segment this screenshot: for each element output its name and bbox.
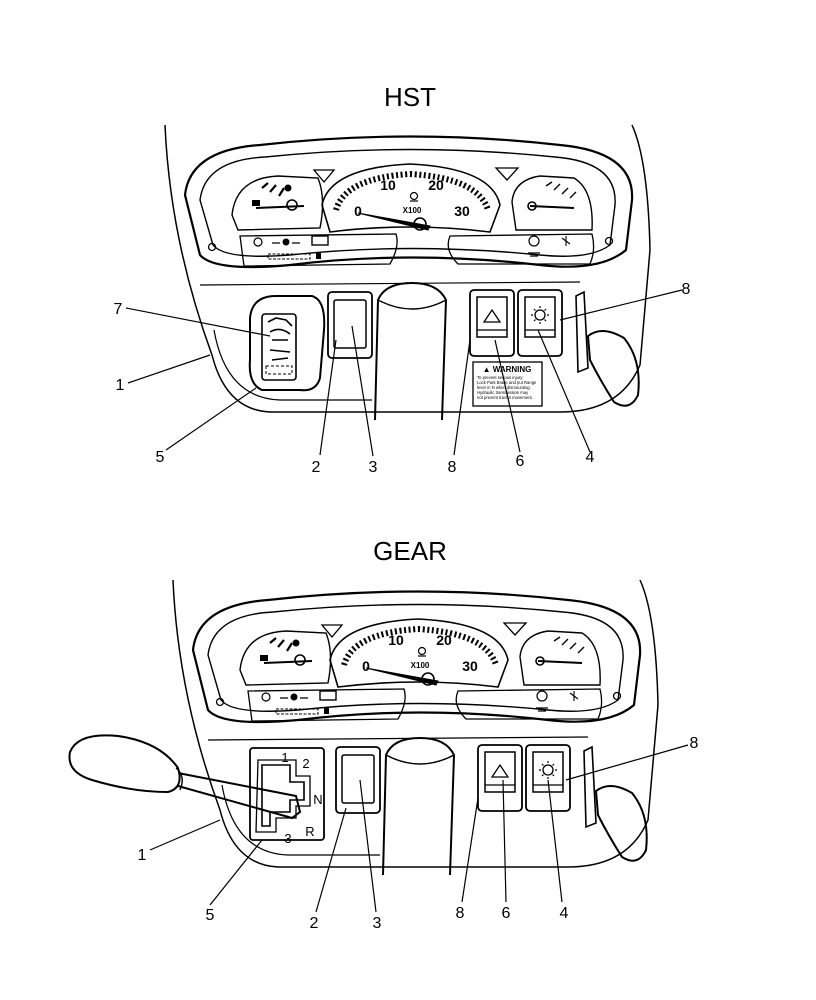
callout-label: 7 <box>114 301 123 318</box>
callout-label: 8 <box>690 735 699 752</box>
tach-multiplier: X100 <box>411 661 430 670</box>
gate-label: R <box>305 824 314 839</box>
gear-panel: GEAR 0 10 20 30 X100 1 2 N R 3 1 <box>68 536 699 932</box>
shift-slot <box>261 764 305 827</box>
panel-title: HST <box>384 82 436 112</box>
callout-label: 5 <box>206 907 215 924</box>
hst-panel: HST 0 10 20 30 X100 ▲ WARNING To prevent… <box>114 82 691 476</box>
callout-label: 3 <box>373 915 382 932</box>
gate-label: 1 <box>281 750 288 765</box>
svg-text:lever in N when dismounting.: lever in N when dismounting. <box>477 385 531 390</box>
tach-multiplier: X100 <box>403 206 422 215</box>
callout-label: 1 <box>116 377 125 394</box>
tach-tick-label: 10 <box>380 177 396 193</box>
callout-label: 8 <box>456 905 465 922</box>
svg-text:Hydraulic transmission may: Hydraulic transmission may <box>477 390 529 395</box>
tach-tick-label: 20 <box>436 632 452 648</box>
control-box <box>248 295 326 392</box>
callout-label: 2 <box>312 459 321 476</box>
tach-tick-label: 0 <box>362 658 370 674</box>
callout-label: 4 <box>586 449 595 466</box>
callout-label: 3 <box>369 459 378 476</box>
gate-label: 2 <box>302 756 309 771</box>
gate-label: N <box>313 792 322 807</box>
gate-label: 3 <box>284 831 291 846</box>
callout-label: 2 <box>310 915 319 932</box>
shift-gate <box>249 747 325 841</box>
callout-label: 6 <box>516 453 525 470</box>
tach-tick-label: 10 <box>388 632 404 648</box>
callout-label: 5 <box>156 449 165 466</box>
callout-label: 4 <box>560 905 569 922</box>
tach-tick-label: 30 <box>462 658 478 674</box>
leader-lines <box>125 289 683 457</box>
tach-tick-label: 0 <box>354 203 362 219</box>
svg-text:To prevent serious injury:: To prevent serious injury: <box>477 375 524 380</box>
callout-label: 6 <box>502 905 511 922</box>
svg-text:not prevent tractor movement.: not prevent tractor movement. <box>477 395 533 400</box>
panel-title: GEAR <box>373 536 447 566</box>
warning-decal: ▲ WARNING To prevent serious injury: Loc… <box>472 361 543 407</box>
callout-label: 1 <box>138 847 147 864</box>
callout-label: 8 <box>682 281 691 298</box>
svg-text:▲ WARNING: ▲ WARNING <box>483 365 532 374</box>
leader-lines <box>149 744 689 913</box>
tach-tick-label: 30 <box>454 203 470 219</box>
svg-text:Lock Park Brake and put Range: Lock Park Brake and put Range <box>477 380 537 385</box>
callout-label: 8 <box>448 459 457 476</box>
panel-switch[interactable] <box>261 313 297 381</box>
tach-tick-label: 20 <box>428 177 444 193</box>
